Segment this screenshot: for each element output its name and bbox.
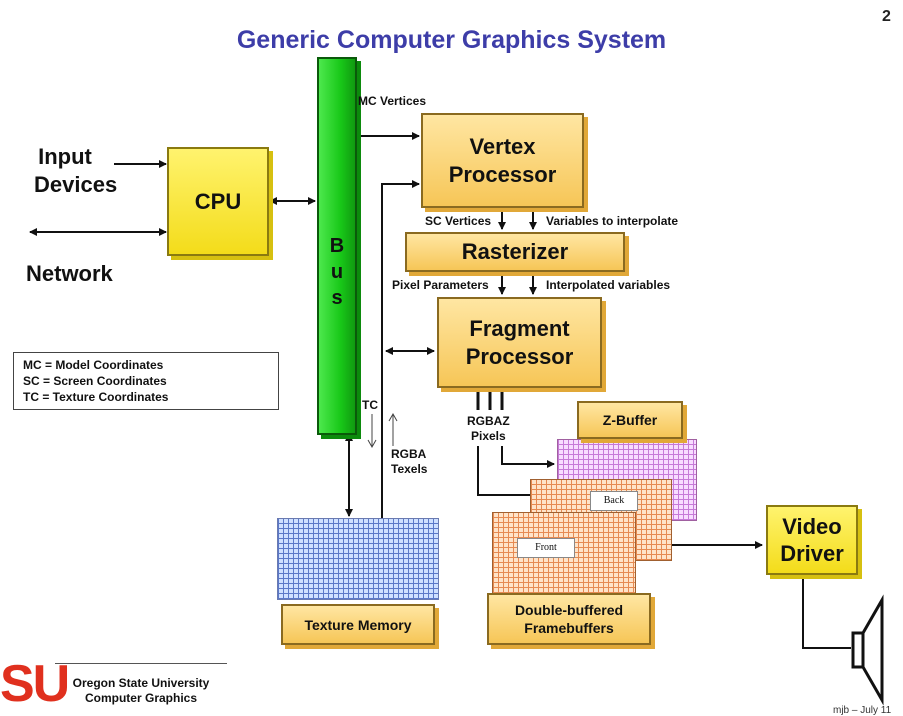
bus-bar: B u s: [317, 57, 357, 435]
network-label: Network: [26, 261, 113, 286]
monitor-icon: [851, 594, 884, 706]
legend-tc: TC = Texture Coordinates: [23, 390, 169, 404]
osu-logo: SU: [0, 655, 70, 713]
fragment-processor-box: Fragment Processor: [437, 297, 602, 388]
bus-letter-s: s: [331, 287, 343, 309]
rgba-texels-label: RGBA Texels: [391, 447, 428, 476]
legend-box: MC = Model Coordinates SC = Screen Coord…: [13, 352, 279, 410]
tc-label: TC: [362, 398, 378, 412]
rasterizer-label: Rasterizer: [461, 239, 569, 264]
back-buffer-tag: Back: [590, 491, 638, 511]
texture-memory-label: Texture Memory: [304, 616, 412, 633]
video-to-monitor-line: [802, 577, 851, 649]
cpu-label: CPU: [194, 188, 242, 214]
texel-to-vertex-arrow: [381, 180, 420, 518]
footer-divider: [55, 663, 227, 664]
legend-mc: MC = Model Coordinates: [23, 358, 164, 372]
mc-vertices-label: MC Vertices: [358, 94, 427, 108]
texture-memory-box: Texture Memory: [281, 604, 435, 645]
texture-memory-grid: [277, 518, 439, 600]
input-devices-label: Input Devices: [34, 144, 118, 197]
rgbaz-pixels-label: RGBAZ Pixels: [467, 414, 510, 443]
vars-interpolate-label: Variables to interpolate: [546, 214, 679, 228]
z-buffer-label: Z-Buffer: [602, 412, 658, 428]
pixel-parameters-label: Pixel Parameters: [392, 278, 489, 292]
cpu-box: CPU: [167, 147, 269, 256]
vertex-processor-box: Vertex Processor: [421, 113, 584, 208]
page-number: 2: [882, 8, 891, 25]
sc-vertices-label: SC Vertices: [425, 214, 492, 228]
bus-letter-u: u: [330, 261, 344, 283]
framebuffers-label-box: Double-buffered Framebuffers: [487, 593, 651, 645]
front-buffer-tag: Front: [517, 538, 575, 558]
pixels-to-zbuffer-arrow: [501, 446, 555, 468]
rasterizer-box: Rasterizer: [405, 232, 625, 272]
z-buffer-label-box: Z-Buffer: [577, 401, 683, 439]
institution-label: Oregon State University Computer Graphic…: [72, 676, 210, 705]
footer-tag: mjb – July 11: [833, 705, 892, 716]
page-title: Generic Computer Graphics System: [236, 26, 667, 54]
bus-letter-b: B: [329, 235, 345, 257]
interpolated-variables-label: Interpolated variables: [546, 278, 671, 292]
legend-sc: SC = Screen Coordinates: [23, 374, 167, 388]
video-driver-box: Video Driver: [766, 505, 858, 575]
